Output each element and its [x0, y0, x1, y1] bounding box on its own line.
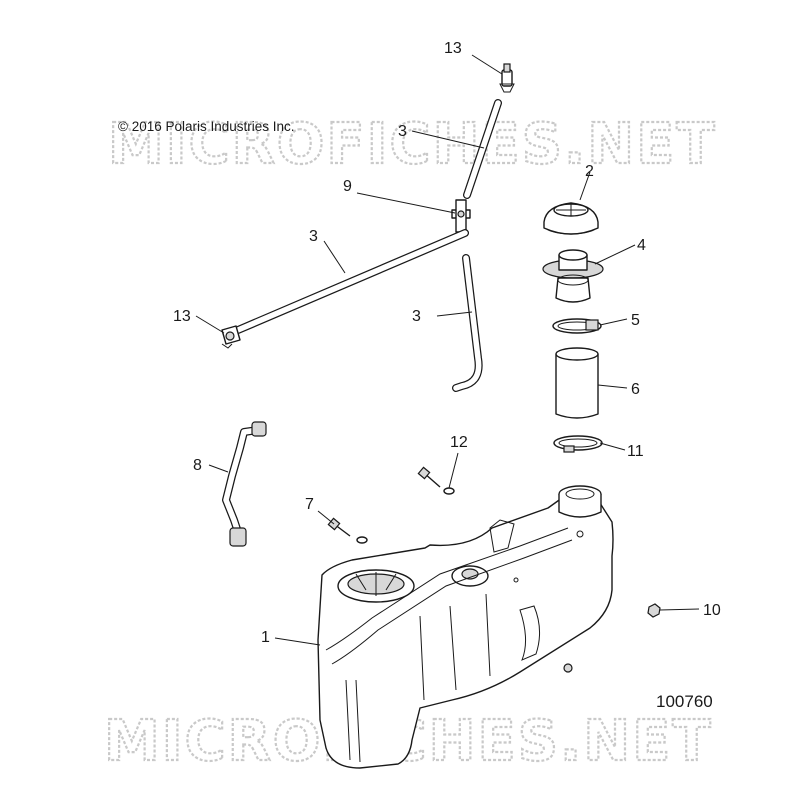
callout-13-left: 13 [173, 308, 191, 325]
callout-1: 1 [261, 629, 270, 646]
callout-7: 7 [305, 496, 314, 513]
filler-neck-icon [542, 249, 604, 303]
callout-3-long: 3 [309, 228, 318, 245]
callout-9: 9 [343, 178, 352, 195]
callout-2: 2 [585, 163, 594, 180]
callout-labels: 13 3 9 3 3 13 2 4 5 6 11 12 7 8 10 1 [173, 40, 721, 646]
bolt-washer-icon [417, 466, 455, 495]
copyright-text: © 2016 Polaris Industries Inc. [118, 119, 295, 134]
callout-3-jhose: 3 [412, 308, 421, 325]
callout-3-upper: 3 [398, 123, 407, 140]
fuel-tank-icon [317, 485, 614, 769]
leader-lines [195, 54, 700, 646]
vent-hose-icon [452, 254, 483, 392]
bolt-icon [327, 517, 368, 544]
filler-hose-icon [555, 347, 599, 419]
callout-5: 5 [631, 312, 640, 329]
vent-hose-icon [463, 99, 502, 199]
callout-11: 11 [627, 443, 644, 460]
hose-clamp-icon [552, 318, 602, 334]
nut-icon [647, 603, 661, 618]
callout-8: 8 [193, 457, 202, 474]
callout-6: 6 [631, 381, 640, 398]
hose-clamp-icon [553, 435, 603, 453]
watermark-top: MICROFICHES.NET [108, 112, 717, 177]
callout-12: 12 [450, 434, 468, 451]
vent-valve-icon [499, 63, 515, 93]
callout-10: 10 [703, 602, 721, 619]
fuel-cap-icon [543, 202, 599, 235]
vent-hose-icon [234, 229, 469, 334]
vent-valve-icon [221, 325, 241, 349]
callout-4: 4 [637, 237, 646, 254]
callout-13-top: 13 [444, 40, 462, 57]
fuel-line-icon [222, 421, 267, 547]
tee-fitting-icon [451, 199, 471, 233]
figure-number: 100760 [656, 692, 713, 711]
